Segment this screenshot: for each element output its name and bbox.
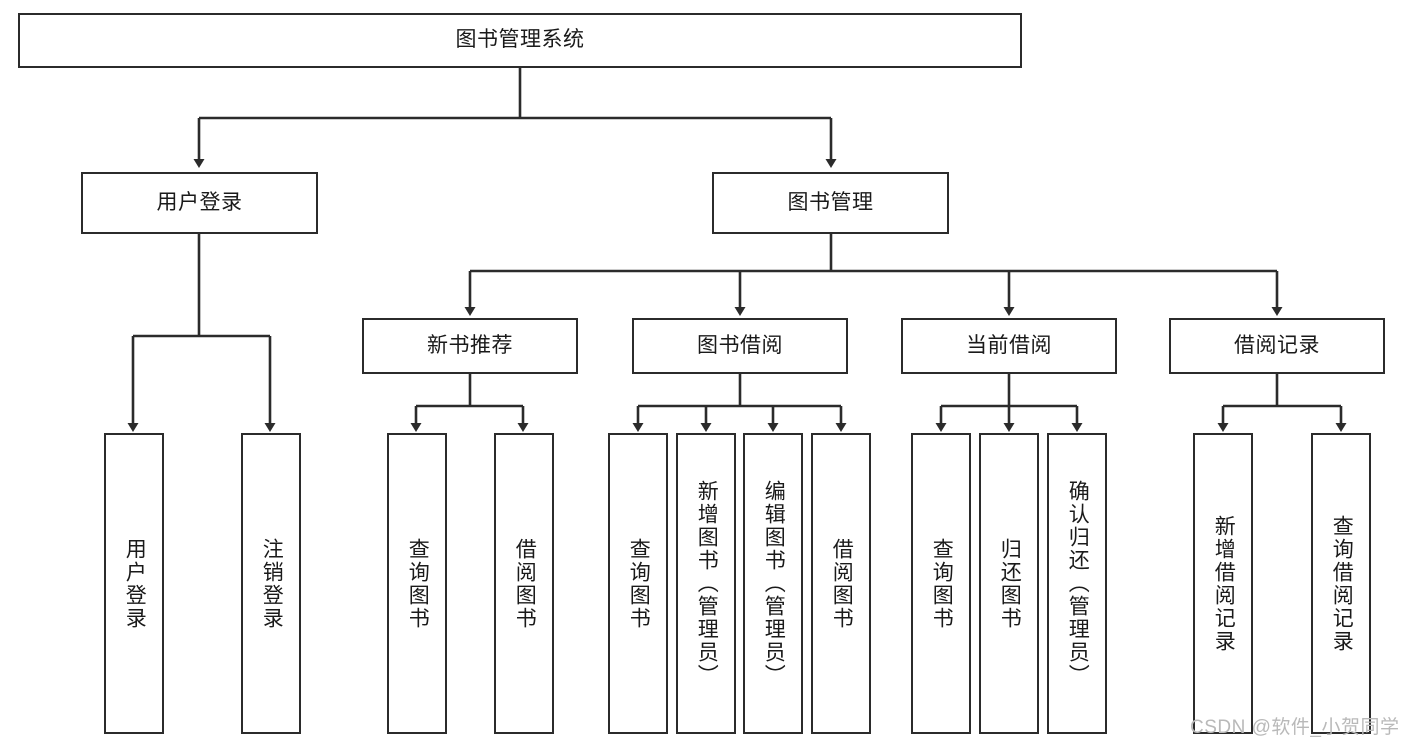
node-leaf-borrow-book-2[interactable]: 借阅图书 bbox=[811, 433, 871, 734]
node-leaf-query-record[interactable]: 查询借阅记录 bbox=[1311, 433, 1371, 734]
node-leaf-user-login[interactable]: 用户登录 bbox=[104, 433, 164, 734]
node-label: 借阅图书 bbox=[830, 537, 854, 630]
node-leaf-add-record[interactable]: 新增借阅记录 bbox=[1193, 433, 1253, 734]
node-label: 当前借阅 bbox=[966, 333, 1052, 357]
node-leaf-logout[interactable]: 注销登录 bbox=[241, 433, 301, 734]
node-leaf-add-book[interactable]: 新增图书（管理员） bbox=[676, 433, 736, 734]
node-label: 查询图书 bbox=[627, 537, 651, 630]
node-current-borrow[interactable]: 当前借阅 bbox=[901, 318, 1117, 374]
node-leaf-query-book-3[interactable]: 查询图书 bbox=[911, 433, 971, 734]
node-label: 编辑图书（管理员） bbox=[762, 480, 786, 687]
node-new-book-rec[interactable]: 新书推荐 bbox=[362, 318, 578, 374]
node-leaf-return-book[interactable]: 归还图书 bbox=[979, 433, 1039, 734]
node-label: 新书推荐 bbox=[427, 333, 513, 357]
node-label: 查询图书 bbox=[930, 537, 954, 630]
node-label: 用户登录 bbox=[156, 190, 243, 214]
node-leaf-borrow-book-1[interactable]: 借阅图书 bbox=[494, 433, 554, 734]
node-label: 查询图书 bbox=[406, 537, 430, 630]
node-leaf-query-book-1[interactable]: 查询图书 bbox=[387, 433, 447, 734]
node-label: 新增图书（管理员） bbox=[695, 480, 719, 687]
node-label: 用户登录 bbox=[123, 537, 147, 630]
node-label: 图书借阅 bbox=[697, 333, 783, 357]
node-label: 图书管理系统 bbox=[455, 28, 585, 52]
node-label: 注销登录 bbox=[260, 537, 284, 630]
node-book-borrow[interactable]: 图书借阅 bbox=[632, 318, 848, 374]
node-label: 确认归还（管理员） bbox=[1066, 480, 1090, 687]
node-label: 查询借阅记录 bbox=[1330, 514, 1354, 653]
node-label: 归还图书 bbox=[998, 537, 1022, 630]
node-label: 借阅图书 bbox=[513, 537, 537, 630]
node-borrow-record[interactable]: 借阅记录 bbox=[1169, 318, 1385, 374]
node-leaf-edit-book[interactable]: 编辑图书（管理员） bbox=[743, 433, 803, 734]
node-leaf-confirm-return[interactable]: 确认归还（管理员） bbox=[1047, 433, 1107, 734]
node-user-login[interactable]: 用户登录 bbox=[81, 172, 318, 234]
node-leaf-query-book-2[interactable]: 查询图书 bbox=[608, 433, 668, 734]
node-book-manage[interactable]: 图书管理 bbox=[712, 172, 949, 234]
watermark-text: CSDN @软件_小贺同学 bbox=[1190, 717, 1400, 738]
node-label: 新增借阅记录 bbox=[1212, 514, 1236, 653]
node-label: 借阅记录 bbox=[1234, 333, 1320, 357]
node-label: 图书管理 bbox=[787, 190, 874, 214]
node-root[interactable]: 图书管理系统 bbox=[18, 13, 1022, 68]
